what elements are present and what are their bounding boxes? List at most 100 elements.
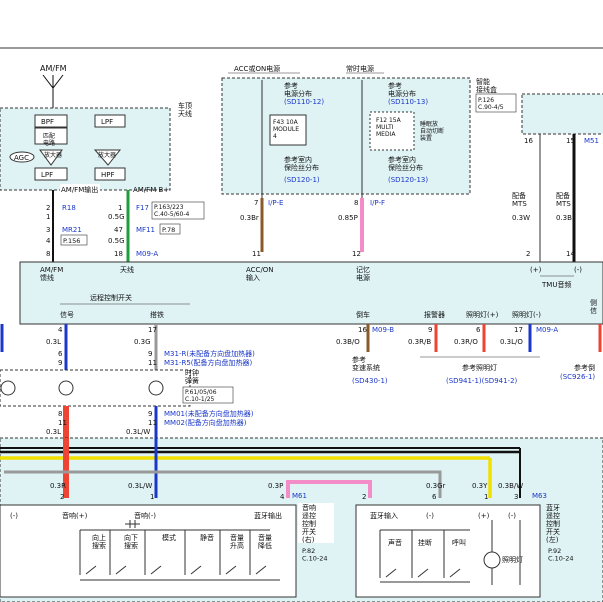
lighting-minus-label: 照明灯(-) — [512, 310, 541, 319]
pin-9b: 9 — [58, 359, 62, 367]
conn-m09a: M09-A — [136, 250, 158, 258]
wire-w5: 0.3Br — [240, 214, 259, 222]
pin-14: 14 — [566, 250, 575, 258]
pin-11: 11 — [252, 250, 261, 258]
btn-vol-up: 音量升高 — [230, 533, 244, 550]
lighting-plus-label: 照明灯(+) — [466, 310, 499, 319]
minus-tmu: (-) — [574, 266, 582, 274]
bt-lamp-label: 照明灯 — [502, 555, 523, 564]
pin-9a: 9 — [428, 326, 432, 334]
pin-4a: 4 — [46, 237, 51, 245]
pin-11c: 11 — [58, 419, 67, 427]
btn-up-search: 向上搜索 — [92, 533, 106, 550]
perm-power-label: 常时电源 — [346, 64, 374, 73]
ref-right-top: 参考电源分布 — [388, 81, 416, 98]
pin-2a: 2 — [46, 204, 50, 212]
antenna-label: AM/FM — [40, 64, 67, 73]
ref-lighting-code: (SD941-1)(SD941-2) — [446, 377, 518, 385]
wire-w17: 0.3R — [50, 482, 66, 490]
tmu-box-top — [521, 93, 603, 135]
pin-4c: 4 — [280, 493, 285, 501]
antenna-icon — [42, 74, 64, 110]
conn-m09b: M09-B — [372, 326, 394, 334]
conn-m63: M63 — [532, 492, 547, 500]
pin-6a: 6 — [476, 326, 481, 334]
pin-6c: 6 — [432, 493, 437, 501]
btn-hangup: 挂断 — [418, 538, 432, 547]
wire-w6: 0.85P — [338, 214, 358, 222]
module-antenna: 天线 — [120, 265, 134, 274]
wire-w9: 0.3L — [46, 338, 61, 346]
clock-spring-label: 时钟弹簧 — [185, 368, 199, 385]
audio-switch-title: 音响遥控控制开关(右) — [302, 503, 316, 544]
tmu-audio: TMU音频 — [541, 280, 571, 289]
remote-switch: 远程控制开关 — [90, 293, 132, 302]
wire-w20: 0.3Gr — [426, 482, 446, 490]
pin-11d: 11 — [148, 419, 157, 427]
ref-right-top-code: (SD110-13) — [388, 98, 428, 106]
mf11-ref: P.78 — [162, 226, 175, 234]
wire-pink-m61 — [286, 480, 372, 498]
ref-reverse-sys-code: (SD430-1) — [352, 377, 388, 385]
pin-18: 18 — [114, 250, 123, 258]
roof-antenna-section: AM/FM 车顶天线 BPF LPF 匹配电路 AGC 放大器 放大器 LPF … — [0, 64, 192, 194]
btn-voice: 声音 — [388, 538, 402, 547]
pin-9c: 9 — [148, 350, 152, 358]
conn-m31r1: M31-R(未配备方向盘加热器) — [164, 349, 255, 358]
conn-m09a2: M09-A — [536, 326, 558, 334]
pin-9d: 9 — [148, 410, 152, 418]
audio-switch-contacts — [79, 520, 280, 581]
bt-minus-label-2: (-) — [508, 512, 516, 520]
ref-reverse-sys: 参考变速系统 — [352, 355, 380, 372]
wire-w16: 0.3L/W — [126, 428, 150, 436]
ref-left-top-code: (SD110-12) — [284, 98, 324, 106]
spring-coil-0 — [0, 380, 16, 396]
signal-label: 信号 — [60, 310, 74, 319]
ref-right-bottom-code: (SD120-13) — [388, 176, 428, 184]
wire-w3: 0.5G — [108, 213, 125, 221]
wire-w7: 0.3W — [512, 214, 530, 222]
pin-11b: 11 — [148, 359, 157, 367]
head-unit-box — [19, 261, 603, 325]
pin-4b: 4 — [58, 326, 63, 334]
ref-left-bottom-code: (SD120-1) — [284, 176, 320, 184]
lpf-label: LPF — [101, 118, 113, 126]
roof-antenna-box — [0, 107, 171, 191]
conn-r18: R18 — [62, 204, 76, 212]
pin-17a: 17 — [148, 326, 157, 334]
pin-1a: 1 — [46, 213, 50, 221]
memory-power: 记忆电源 — [356, 265, 370, 282]
ref-right: 参考倒 — [574, 363, 595, 372]
conn-m31r2: M31-R5(配备方向盘加热器) — [164, 358, 253, 367]
bt-switch-contacts — [379, 520, 521, 585]
amp-right-symbol — [93, 149, 122, 166]
audio-switch-box — [0, 504, 297, 598]
pin-8a: 8 — [46, 250, 50, 258]
bt-plus-label: (+) — [478, 512, 490, 520]
conn-mm01: MM01(未配备方向盘加热器) — [164, 409, 254, 418]
agc-label: AGC — [14, 154, 29, 162]
mr21-ref: P.156 — [63, 237, 80, 245]
ref-left-top: 参考电源分布 — [284, 81, 312, 98]
lpf-box — [94, 114, 126, 128]
amp-right-label: 放大器 — [98, 151, 116, 159]
amfm-out-label: AM/FM输出 — [61, 185, 98, 194]
wire-w12: 0.3R/B — [408, 338, 431, 346]
pin-2c: 2 — [60, 493, 64, 501]
ref-lighting: 参考照明灯 — [462, 363, 497, 372]
btn-down-search: 向下搜索 — [124, 533, 138, 550]
pin-1c: 1 — [150, 493, 154, 501]
agc-oval — [9, 151, 35, 163]
pin-3a: 3 — [46, 226, 50, 234]
pin-15: 15 — [566, 137, 575, 145]
